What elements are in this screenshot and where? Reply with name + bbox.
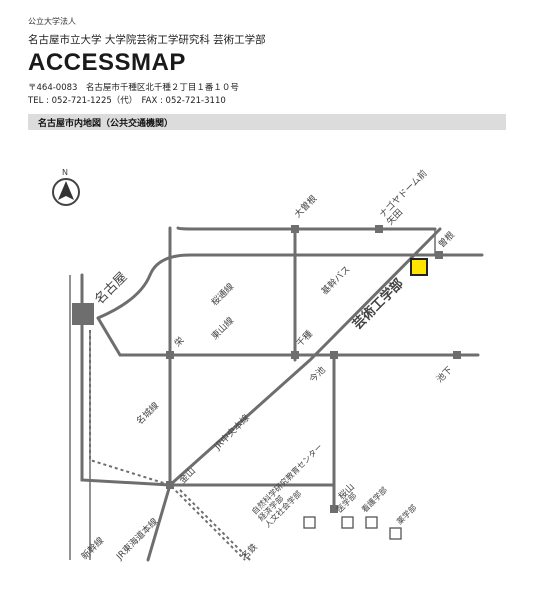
station-chikusa-marker bbox=[291, 351, 299, 359]
campus-markers bbox=[303, 516, 402, 540]
station-ozone-marker bbox=[291, 225, 299, 233]
line-nagoya-vertical bbox=[80, 273, 172, 487]
label-ozone: 大曽根 bbox=[292, 193, 320, 221]
station-markers bbox=[72, 225, 461, 513]
line-kikan-bus-dotted bbox=[179, 489, 251, 561]
north-label: N bbox=[62, 168, 68, 177]
line-tokaido bbox=[146, 483, 172, 562]
label-chikusa: 千種 bbox=[294, 329, 315, 350]
station-sakae-marker bbox=[166, 351, 174, 359]
postal-address: 〒464-0083 名古屋市千種区北千種２丁目１番１０号 bbox=[28, 83, 239, 93]
line-meijo-upper bbox=[176, 226, 437, 231]
campus-geijutsu-marker bbox=[410, 258, 428, 276]
station-sakurayama-marker bbox=[330, 505, 338, 513]
label-campus-geijutsu: 芸術工学部 bbox=[350, 276, 407, 333]
line-meitetsu-dotted bbox=[89, 330, 246, 561]
label-sakuradori-line: 桜通線 bbox=[209, 281, 237, 309]
label-sakae: 栄 bbox=[172, 334, 187, 349]
label-dome: ナゴヤドーム前矢田 bbox=[377, 167, 437, 227]
station-ikeshita-marker bbox=[453, 351, 461, 359]
campus-kango-marker bbox=[365, 516, 378, 529]
station-kanayama-marker bbox=[166, 481, 174, 489]
station-nagoya-marker bbox=[72, 303, 94, 325]
label-meijo-line: 名城線 bbox=[134, 400, 162, 428]
label-campus-yakugaku: 薬学部 bbox=[394, 502, 418, 526]
contact-numbers: TEL : 052-721-1225（代） FAX : 052-721-3110 bbox=[28, 96, 226, 106]
dotted-lines bbox=[89, 330, 251, 561]
label-imaike: 今池 bbox=[307, 364, 328, 385]
rail-lines bbox=[80, 226, 484, 562]
campus-yakugaku-marker bbox=[389, 527, 402, 540]
line-sakuradori bbox=[96, 253, 484, 320]
label-campus-kango: 看護学部 bbox=[359, 485, 389, 515]
station-imaike-marker bbox=[330, 351, 338, 359]
campus-igaku-marker bbox=[341, 516, 354, 529]
line-higashiyama bbox=[96, 316, 480, 357]
org-type-label: 公立大学法人 bbox=[28, 17, 76, 26]
label-ikeshita: 池下 bbox=[434, 364, 455, 385]
section-title: 名古屋市内地図（公共交通機関） bbox=[38, 119, 174, 129]
campus-jinbun-marker bbox=[303, 516, 316, 529]
label-higashiyama-line: 東山線 bbox=[209, 315, 237, 343]
section-header-bar: 名古屋市内地図（公共交通機関） bbox=[28, 114, 506, 130]
station-sone-marker bbox=[435, 251, 443, 259]
label-meitetsu-line: 名鉄 bbox=[239, 541, 260, 562]
station-dome-marker bbox=[375, 225, 383, 233]
label-jr-chuo-line: JR中央本線 bbox=[211, 412, 252, 453]
label-shinkansen-line: 新幹線 bbox=[79, 535, 107, 563]
page-title: ACCESSMAP bbox=[28, 49, 186, 76]
label-kikan-bus: 基幹バス bbox=[319, 263, 353, 297]
north-arrow-icon: N bbox=[52, 168, 80, 206]
line-jr-chuo bbox=[168, 227, 442, 487]
organization-name: 名古屋市立大学 大学院芸術工学研究科 芸術工学部 bbox=[28, 34, 266, 46]
